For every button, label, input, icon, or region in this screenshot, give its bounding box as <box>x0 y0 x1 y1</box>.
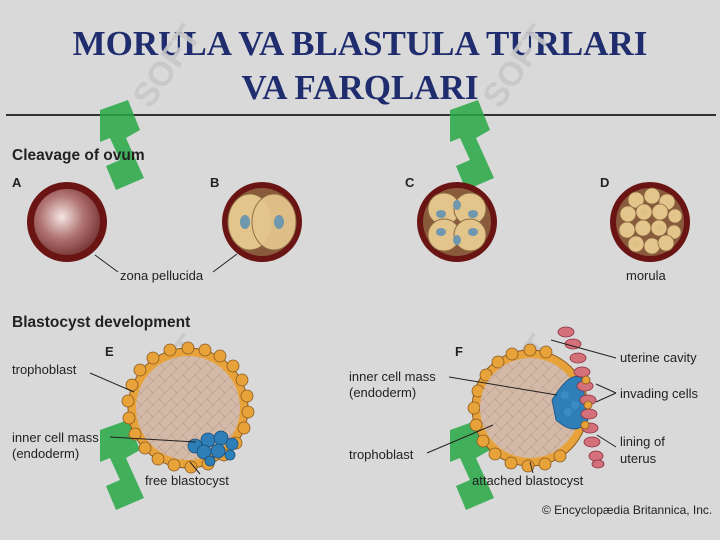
attached-blastocyst-label: attached blastocyst <box>472 473 584 488</box>
title-line-2: VA FARQLARI <box>241 68 479 107</box>
label-d: D <box>600 175 610 190</box>
attached-blastocyst-f <box>467 343 589 473</box>
label-c: C <box>405 175 415 190</box>
ovum-a <box>27 182 107 262</box>
trophoblast-cells-f <box>467 343 567 473</box>
morula-label: morula <box>626 268 666 283</box>
invading-cells <box>580 375 593 430</box>
invading-cells-label: invading cells <box>620 386 699 401</box>
label-b: B <box>210 175 220 190</box>
four-cell-stage-c <box>417 182 497 262</box>
label-e: E <box>105 344 114 359</box>
page-title: MORULA VA BLASTULA TURLARI VA FARQLARI <box>0 22 720 110</box>
two-cell-stage-b <box>222 182 302 262</box>
cleavage-heading: Cleavage of ovum <box>12 147 145 164</box>
free-blastocyst-e <box>121 341 255 474</box>
f-trophoblast-label: trophoblast <box>349 447 414 462</box>
trophoblast-cells <box>121 341 255 474</box>
f-icm-label-2: (endoderm) <box>349 385 417 400</box>
label-f: F <box>455 344 463 359</box>
lining-label-2: uterus <box>620 451 657 466</box>
e-icm-label-1: inner cell mass <box>12 430 99 445</box>
copyright-credit: © Encyclopædia Britannica, Inc. <box>542 503 713 517</box>
inner-cell-mass-e <box>187 430 239 467</box>
title-divider <box>6 114 716 116</box>
uterine-cavity-label: uterine cavity <box>620 350 697 365</box>
label-a: A <box>12 175 22 190</box>
morula-d <box>610 182 690 262</box>
e-trophoblast-label: trophoblast <box>12 362 77 377</box>
zona-pellucida-label: zona pellucida <box>120 268 204 283</box>
lining-label-1: lining of <box>620 434 665 449</box>
blastocyst-heading: Blastocyst development <box>12 314 191 331</box>
free-blastocyst-label: free blastocyst <box>145 473 229 488</box>
e-icm-label-2: (endoderm) <box>12 446 80 461</box>
title-line-1: MORULA VA BLASTULA TURLARI <box>72 24 648 63</box>
f-icm-label-1: inner cell mass <box>349 369 436 384</box>
